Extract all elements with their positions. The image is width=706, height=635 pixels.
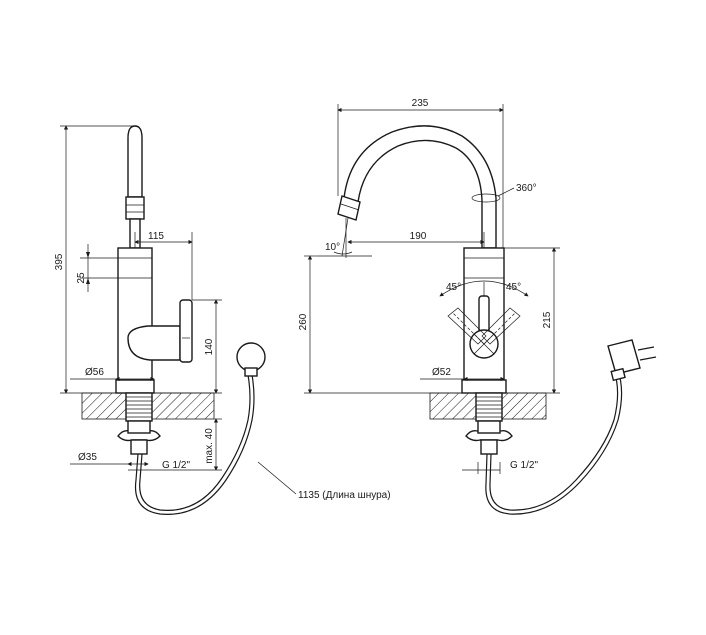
front-plug (607, 339, 641, 375)
dim-front-10: 10° (325, 242, 340, 253)
dim-front-215: 215 (542, 311, 553, 328)
dim-front-190: 190 (410, 231, 427, 242)
front-spout-nozzle (337, 195, 361, 221)
front-countertop-left (429, 392, 477, 420)
dim-cord-length: 1135 (Длина шнура) (298, 490, 391, 501)
side-handle-rod (179, 299, 193, 363)
dim-side-25: 25 (76, 272, 87, 284)
dim-front-angle-left: 45° (446, 282, 461, 293)
side-spout-tube (127, 125, 143, 198)
side-spout-nozzle (125, 196, 145, 220)
dim-front-235: 235 (412, 98, 429, 109)
dim-side-115: 115 (148, 231, 164, 242)
front-swivel-ring (471, 193, 501, 203)
front-cord (485, 377, 623, 515)
side-handle-lever (127, 325, 181, 361)
front-base-ring (461, 379, 507, 394)
dim-front-angle-right: 45° (506, 282, 521, 293)
side-threaded-shank (125, 392, 153, 422)
front-countertop-right (501, 392, 547, 420)
side-view: 395 25 115 140 max. 40 Ø56 Ø35 G 1/ (54, 125, 391, 515)
dim-front-thread: G 1/2" (510, 460, 538, 471)
dim-side-d56: Ø56 (85, 367, 104, 378)
dim-side-395: 395 (54, 253, 65, 270)
front-gooseneck-spout (343, 125, 497, 249)
side-plug (236, 342, 266, 372)
side-base-ring (115, 379, 155, 394)
side-countertop-right (151, 392, 215, 420)
dim-front-d52: Ø52 (432, 367, 451, 378)
front-threaded-shank (475, 392, 503, 422)
dim-side-thread: G 1/2" (162, 460, 190, 471)
dim-front-360: 360° (516, 183, 537, 194)
side-cord (134, 374, 255, 515)
dim-side-d35: Ø35 (78, 452, 97, 463)
dim-side-140: 140 (204, 338, 215, 355)
side-countertop-left (81, 392, 127, 420)
dim-side-max40: max. 40 (204, 428, 215, 464)
front-view: 45° 45° 235 360° 190 (298, 98, 657, 515)
dim-front-260: 260 (298, 313, 309, 330)
